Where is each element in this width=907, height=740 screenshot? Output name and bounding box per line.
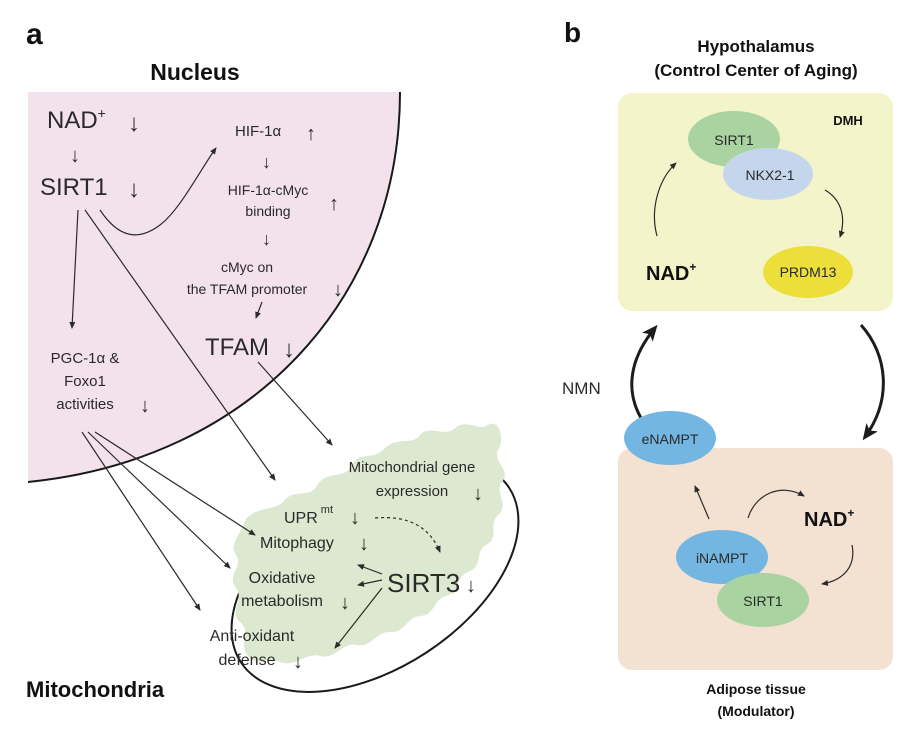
upr-down-arrow: ↓ (350, 507, 360, 529)
nad-label: NAD+ (47, 105, 106, 134)
sirt1-to-hif-arrow (99, 147, 217, 236)
sirt1-to-pgc-arrow (69, 209, 79, 329)
mitophagy-down-arrow: ↓ (359, 533, 369, 555)
sirt3-label: SIRT3 (387, 568, 460, 598)
enampt-node (624, 411, 716, 465)
nucleus-region (28, 92, 400, 482)
enampt-label: eNAMPT (642, 431, 699, 447)
panel-a: a Nucleus NAD+ ↓ ↓ SIRT1 ↓ HIF-1α ↑ ↓ HI… (26, 18, 520, 702)
oxidative-label-line1: Oxidative (249, 570, 316, 587)
panel-b-label: b (564, 17, 581, 48)
hypothalamus-nad-label: NAD+ (646, 260, 696, 285)
pgc-label-line2: Foxo1 (64, 373, 106, 390)
pgc-label-line1: PGC-1α & (51, 350, 120, 367)
hif-label: HIF-1α (235, 123, 282, 140)
antioxidant-label-line2: defense (219, 652, 276, 669)
adipose-sirt1-node (717, 573, 809, 627)
nad-down-arrow: ↓ (128, 110, 140, 137)
antioxidant-label-line1: Anti-oxidant (210, 628, 295, 645)
mitochondrion-matrix (232, 423, 505, 664)
tfam-label: TFAM (205, 334, 269, 361)
nad-to-sirt1-adipose-arrow (821, 544, 854, 586)
nmn-up-arrow (630, 324, 658, 419)
inampt-label: iNAMPT (696, 550, 749, 566)
mito-gene-label-line1: Mitochondrial gene (349, 459, 476, 476)
mitophagy-label: Mitophagy (260, 535, 334, 552)
pgc-to-mitophagy-arrow (94, 431, 256, 536)
sirt3-to-oxidative-arrow (357, 579, 383, 587)
tfam-to-mito-gene-arrow (257, 361, 333, 446)
adipose-title-line1: Adipose tissue (706, 681, 806, 697)
sirt1-down-arrow: ↓ (128, 176, 140, 203)
mito-gene-label-line2: expression (376, 483, 449, 500)
sirt1-to-upr-arrow (84, 209, 276, 481)
prdm13-node (763, 246, 853, 298)
hif-cmyc-label-line1: HIF-1α-cMyc (228, 182, 308, 198)
inampt-to-nad-arrow (747, 489, 805, 519)
hypothalamus-title-line2: (Control Center of Aging) (654, 61, 857, 80)
oxidative-label-line2: metabolism (241, 593, 323, 610)
sirt1-label: SIRT1 (40, 174, 108, 201)
panel-b: b Hypothalamus (Control Center of Aging)… (562, 17, 893, 719)
hif-to-binding-arrow: ↓ (262, 152, 271, 172)
mitochondria-title: Mitochondria (26, 677, 165, 702)
sirt3-to-antioxidant-arrow (334, 587, 383, 649)
nucleus-title: Nucleus (150, 59, 239, 85)
cmyc-down-arrow: ↓ (333, 279, 343, 301)
panel-a-label: a (26, 18, 43, 51)
adipose-sirt1-label: SIRT1 (743, 593, 783, 609)
nmn-label: NMN (562, 379, 601, 398)
hypothalamus-title-line1: Hypothalamus (697, 37, 814, 56)
nad-to-sirt1-arrow: ↓ (70, 145, 80, 167)
nkx2-1-to-prdm13-arrow (824, 189, 845, 238)
cmyc-label-line1: cMyc on (221, 259, 273, 275)
antioxidant-down-arrow: ↓ (293, 651, 303, 673)
dmh-label: DMH (833, 113, 863, 128)
hif-cmyc-label-line2: binding (245, 203, 290, 219)
upr-to-sirt3-dashed-arrow (374, 516, 441, 553)
adipose-title-line2: (Modulator) (718, 703, 795, 719)
cmyc-label-line2: the TFAM promoter (187, 281, 308, 297)
inampt-node (676, 530, 768, 584)
hif-up-arrow: ↑ (306, 123, 316, 145)
adipose-nad-label: NAD+ (804, 506, 854, 531)
oxidative-down-arrow: ↓ (340, 592, 350, 614)
nad-to-sirt1-arrow (653, 162, 677, 237)
prdm13-label: PRDM13 (780, 264, 837, 280)
binding-to-cmyc-arrow: ↓ (262, 229, 271, 249)
nucleus-membrane (27, 91, 401, 483)
nkx2-1-node (723, 148, 813, 200)
nkx2-1-label: NKX2-1 (745, 167, 794, 183)
sirt3-down-arrow: ↓ (466, 575, 476, 597)
pgc-label-line3: activities (56, 396, 114, 413)
inampt-to-enampt-arrow (694, 485, 710, 520)
binding-up-arrow: ↑ (329, 193, 339, 215)
hypothalamus-sirt1-label: SIRT1 (714, 132, 754, 148)
tfam-down-arrow: ↓ (283, 336, 295, 363)
hypothalamus-to-adipose-arrow (859, 323, 885, 441)
sirt3-to-mitophagy-arrow (357, 564, 383, 575)
pgc-down-arrow: ↓ (140, 395, 150, 417)
cmyc-to-tfam-arrow (255, 301, 263, 319)
mito-gene-down-arrow: ↓ (473, 483, 483, 505)
pgc-to-oxidative-arrow (87, 431, 231, 569)
pgc-to-antioxidant-arrow (81, 431, 201, 611)
